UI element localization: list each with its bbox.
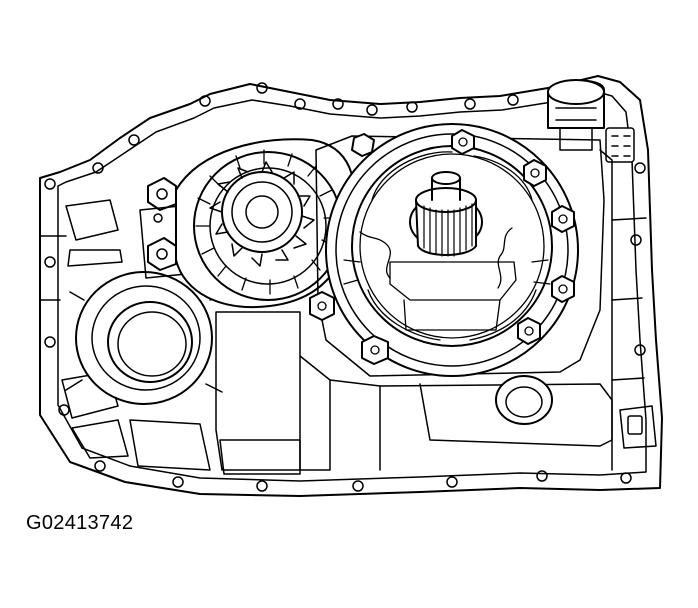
pump-bolt [551, 275, 575, 303]
case-housing [39, 75, 663, 497]
sensor-boss [495, 375, 553, 425]
pump-bolt [517, 317, 541, 345]
pump-bolts [309, 129, 575, 365]
flange-bolt-holes [44, 82, 646, 492]
pump-bolt [361, 335, 389, 365]
lower-case-details [215, 311, 613, 471]
pump-bolt [309, 291, 335, 321]
pump-bolt [551, 205, 575, 233]
sensor-connector [605, 127, 635, 163]
pump-bolt [451, 129, 475, 155]
pump-bolt [523, 159, 547, 187]
shaft-splines [423, 203, 473, 257]
differential-bore [65, 271, 225, 405]
pump-bolt [351, 133, 375, 157]
input-shaft [409, 171, 483, 257]
case-ribs-right [599, 149, 657, 449]
pump-gear-assembly [175, 138, 356, 308]
figure-id-caption: G02413742 [26, 512, 134, 534]
filler-plug [547, 79, 605, 151]
